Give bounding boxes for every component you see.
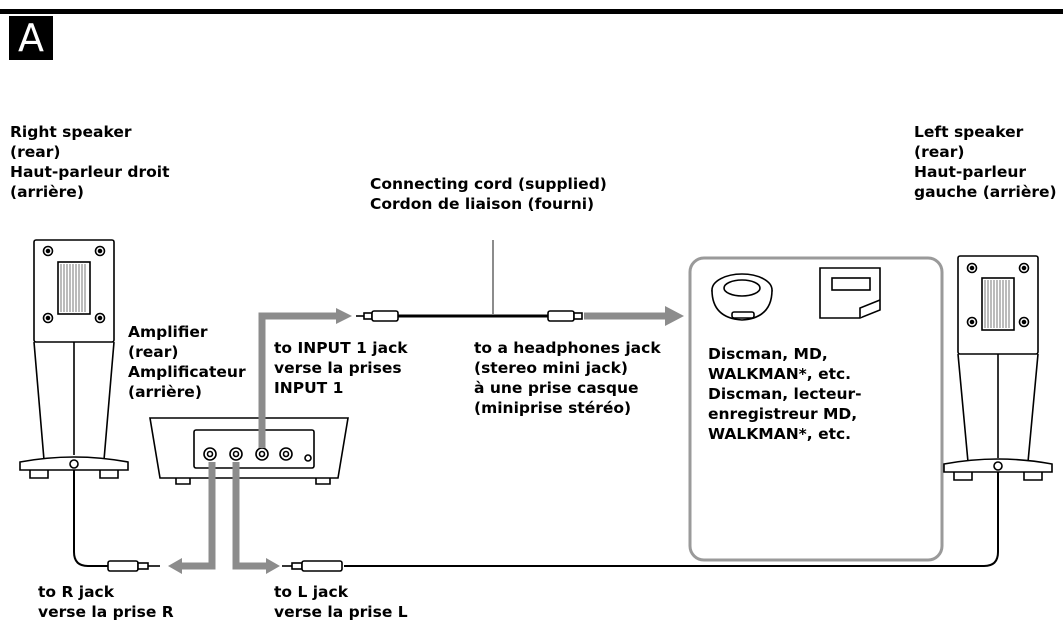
l-jack-label: to L jack verse la prise L [274, 583, 408, 621]
md-walkman-icon [819, 267, 881, 319]
gray-arrowheads [168, 306, 684, 574]
right-speaker-label: Right speaker (rear) Haut-parleur droit … [10, 123, 170, 201]
figure-letter-badge: A [9, 16, 53, 60]
r-jack-label: to R jack verse la prise R [38, 583, 174, 621]
top-rule [0, 9, 1063, 14]
headphones-jack-label: to a headphones jack (stereo mini jack) … [474, 339, 661, 417]
devices-label: Discman, MD, WALKMAN*, etc. Discman, lec… [708, 345, 862, 443]
right-speaker [19, 239, 129, 479]
speaker-cables [73, 470, 999, 567]
connecting-cord-label: Connecting cord (supplied) Cordon de lia… [370, 175, 607, 213]
amplifier [149, 417, 349, 485]
device-group-box [688, 256, 944, 562]
connecting-cord [356, 240, 583, 322]
discman-icon [711, 273, 773, 321]
left-speaker [943, 255, 1053, 481]
mini-plugs [107, 560, 343, 572]
input-jack-label: to INPUT 1 jack verse la prises INPUT 1 [274, 339, 408, 397]
gray-arrows [182, 312, 665, 570]
right-speaker-grille [60, 264, 86, 312]
left-speaker-label: Left speaker (rear) Haut-parleur gauche … [914, 123, 1057, 201]
left-speaker-grille [984, 280, 1010, 328]
amplifier-label: Amplifier (rear) Amplificateur (arrière) [128, 323, 246, 401]
